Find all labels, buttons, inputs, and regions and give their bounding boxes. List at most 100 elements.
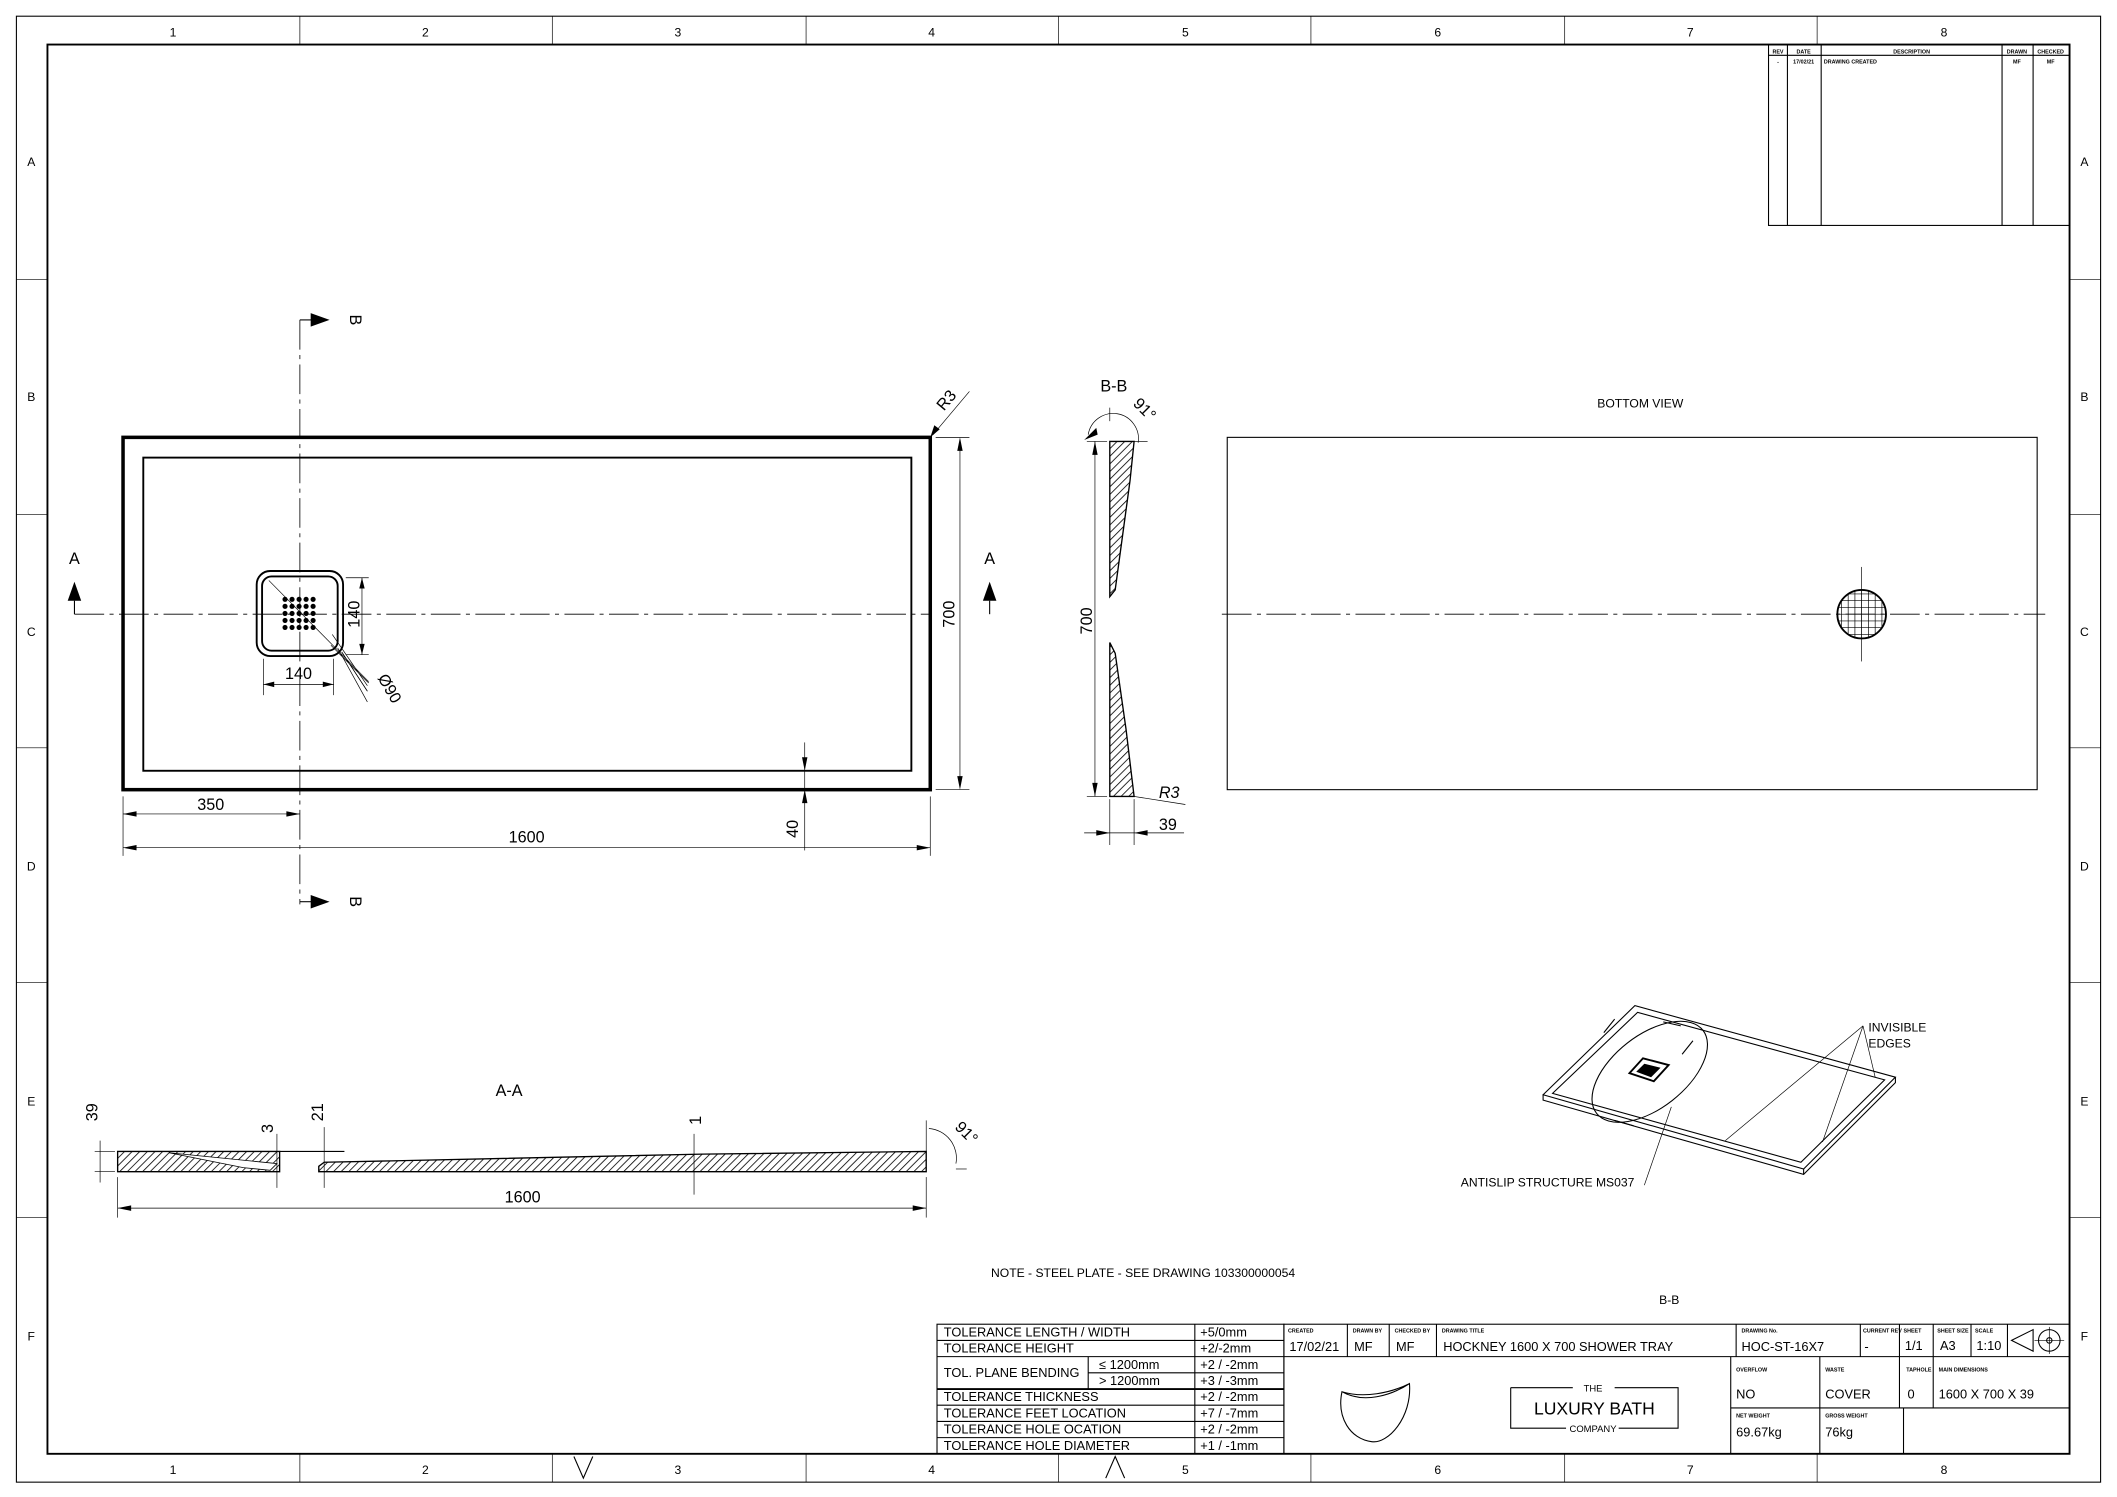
dimension-thickness: 39 <box>1159 816 1177 834</box>
drawing-number: HOC-ST-16X7 <box>1742 1339 1825 1354</box>
svg-text:700: 700 <box>941 601 959 628</box>
antislip-label: ANTISLIP STRUCTURE MS037 <box>1461 1176 1635 1190</box>
drain-hole <box>289 610 295 616</box>
svg-text:DRAWING No.: DRAWING No. <box>1742 1328 1779 1334</box>
zone-row-label: C <box>27 625 36 639</box>
gross-weight: 76kg <box>1825 1424 1853 1439</box>
svg-text:TAPHOLE: TAPHOLE <box>1906 1367 1932 1373</box>
svg-text:TOLERANCE HOLE DIAMETER: TOLERANCE HOLE DIAMETER <box>944 1438 1130 1453</box>
bathtub-icon <box>1340 1382 1411 1443</box>
drain-hole <box>303 596 309 602</box>
centering-mark-right <box>1105 1455 1126 1479</box>
tolerance-row: TOLERANCE HOLE DIAMETER +1 / -1mm <box>944 1438 1259 1453</box>
zone-column-label: 7 <box>1687 25 1694 39</box>
svg-text:1: 1 <box>687 1116 705 1125</box>
zone-column-label: 6 <box>1434 25 1441 39</box>
svg-text:TOLERANCE FEET LOCATION: TOLERANCE FEET LOCATION <box>944 1405 1126 1420</box>
centering-mark-left <box>573 1456 594 1480</box>
date-cell: 17/02/21 <box>1793 59 1814 65</box>
svg-text:+2 / -2mm: +2 / -2mm <box>1200 1422 1258 1437</box>
tray-outline <box>121 435 933 792</box>
drain-hole <box>296 617 302 623</box>
drawn-cell: MF <box>2013 59 2021 65</box>
drain-hole <box>310 624 316 630</box>
angle-91: 91° <box>925 1118 981 1170</box>
svg-text:140: 140 <box>285 665 312 683</box>
zone-column-label: 8 <box>1941 1463 1948 1477</box>
zone-column-label: 6 <box>1434 1463 1441 1477</box>
svg-text:21: 21 <box>309 1103 327 1121</box>
svg-text:Ø90: Ø90 <box>374 671 405 707</box>
section-bb-view: B-B 91° 700 39 R3 <box>1078 377 1186 846</box>
svg-text:SCALE: SCALE <box>1975 1328 1994 1334</box>
svg-text:GROSS WEIGHT: GROSS WEIGHT <box>1825 1413 1868 1419</box>
tolerance-row: TOL. PLANE BENDING ≤ 1200mm +2 / -2mm > … <box>944 1357 1259 1388</box>
svg-text:OVERFLOW: OVERFLOW <box>1736 1367 1768 1373</box>
drawn-by: MF <box>1354 1339 1373 1354</box>
dimension-thickness-39: 39 <box>83 1103 115 1183</box>
isometric-view: INVISIBLE EDGES ANTISLIP STRUCTURE MS037 <box>1461 1005 1926 1190</box>
zone-column-label: 3 <box>674 1463 681 1477</box>
svg-text:SHEET: SHEET <box>1904 1328 1923 1334</box>
tolerance-row: TOLERANCE LENGTH / WIDTH+5/0mm <box>944 1324 1247 1339</box>
svg-text:CREATED: CREATED <box>1288 1328 1314 1334</box>
sheet-size: A3 <box>1940 1338 1956 1353</box>
drain-hole <box>303 603 309 609</box>
zone-row-label: A <box>27 155 36 169</box>
waste: COVER <box>1825 1386 1871 1401</box>
svg-text:COMPANY: COMPANY <box>1570 1424 1618 1435</box>
dimension-border-40: 40 <box>784 742 808 851</box>
svg-text:MAIN DIMENSIONS: MAIN DIMENSIONS <box>1939 1367 1989 1373</box>
drain-hole <box>289 596 295 602</box>
zone-row-label: E <box>2080 1095 2088 1109</box>
zone-column-label: 3 <box>674 25 681 39</box>
svg-text:+3 / -3mm: +3 / -3mm <box>1200 1373 1258 1388</box>
svg-text:LUXURY BATH: LUXURY BATH <box>1534 1399 1655 1419</box>
svg-text:39: 39 <box>83 1103 101 1121</box>
steel-plate-note: NOTE - STEEL PLATE - SEE DRAWING 1033000… <box>991 1266 1295 1280</box>
svg-text:WASTE: WASTE <box>1825 1367 1845 1373</box>
tolerance-table: TOLERANCE LENGTH / WIDTH+5/0mm TOLERANCE… <box>936 1323 1285 1455</box>
tolerance-row: TOLERANCE HEIGHT+2/-2mm <box>944 1341 1251 1356</box>
dimension-length-1600: 1600 <box>117 1177 927 1218</box>
drain-hole <box>303 624 309 630</box>
svg-text:+2 / -2mm: +2 / -2mm <box>1200 1357 1258 1372</box>
bottom-view-title: BOTTOM VIEW <box>1597 397 1684 411</box>
svg-text:+1 / -1mm: +1 / -1mm <box>1200 1438 1258 1453</box>
dimension-3: 3 <box>259 1124 278 1188</box>
svg-text:+5/0mm: +5/0mm <box>1200 1324 1247 1339</box>
drain-hole <box>303 610 309 616</box>
drain-hole <box>282 617 288 623</box>
angle-label: 91° <box>1129 395 1159 425</box>
drain-hole <box>310 603 316 609</box>
drain-hole <box>289 603 295 609</box>
description-header: DESCRIPTION <box>1893 49 1930 55</box>
dimension-corner-radius: R3 <box>930 387 970 438</box>
zone-column-label: 4 <box>928 1463 935 1477</box>
zone-column-label: 1 <box>170 25 177 39</box>
drain-hole <box>296 603 302 609</box>
dimension-drain-width: 140 <box>263 658 334 696</box>
svg-text:NET WEIGHT: NET WEIGHT <box>1736 1413 1770 1419</box>
rev-cell: - <box>1777 59 1779 65</box>
revision-row: - 17/02/21 DRAWING CREATED MF MF <box>1777 59 2055 65</box>
third-angle-projection-icon <box>2010 1326 2065 1354</box>
drain-hole <box>310 610 316 616</box>
section-aa-view: A-A 39 3 21 1 1600 <box>83 1082 981 1218</box>
drawn-header: DRAWN <box>2007 49 2027 55</box>
dimension-height: 700 <box>1078 607 1096 634</box>
plan-view: B B A A 700 350 <box>67 313 997 909</box>
scale: 1:10 <box>1976 1338 2001 1353</box>
zone-row-label: A <box>2080 155 2089 169</box>
svg-text:1600: 1600 <box>505 1189 541 1207</box>
drain-cover <box>255 570 345 657</box>
drain-hole <box>289 617 295 623</box>
dimension-width-700: 700 <box>935 437 970 791</box>
svg-text:A: A <box>69 550 80 568</box>
svg-text:3: 3 <box>259 1124 277 1133</box>
drain-hole <box>296 596 302 602</box>
zone-row-label: D <box>2080 860 2089 874</box>
invisible-edges-label-2: EDGES <box>1868 1036 1910 1050</box>
svg-text:350: 350 <box>197 796 224 814</box>
svg-text:+7 / -7mm: +7 / -7mm <box>1200 1405 1258 1420</box>
